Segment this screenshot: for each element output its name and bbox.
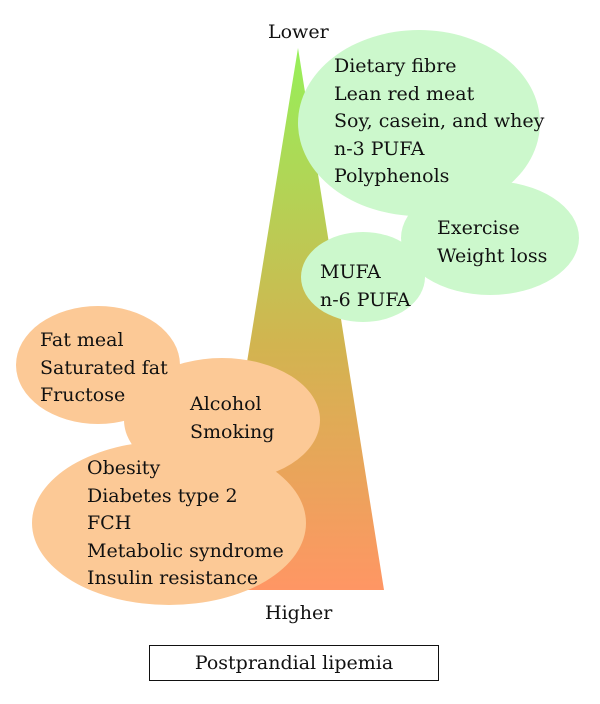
list-item: Diabetes type 2 — [87, 484, 238, 507]
list-item: Insulin resistance — [87, 567, 259, 589]
axis-label-lower: Lower — [268, 21, 329, 43]
list-item: Lean red meat — [334, 82, 475, 105]
raising-bubbles — [16, 306, 320, 605]
lowering-bubbles — [298, 30, 579, 322]
list-item: Polyphenols — [334, 165, 450, 187]
list-item: Soy, casein, and whey — [334, 110, 545, 132]
list-item: Obesity — [87, 457, 161, 479]
list-item: Smoking — [190, 420, 275, 443]
caption-text: Postprandial lipemia — [194, 652, 394, 674]
axis-label-higher: Higher — [265, 602, 333, 624]
fatty-acids-list: MUFA n-6 PUFA — [320, 259, 411, 314]
list-item: n-3 PUFA — [334, 137, 425, 160]
diet-factors-list: Dietary fibre Lean red meat Soy, casein,… — [334, 53, 544, 191]
list-item: Weight loss — [437, 244, 548, 267]
meal-factors-list: Fat meal Saturated fat Fructose — [40, 327, 168, 410]
bubble-fatty-acids — [301, 232, 425, 322]
list-item: n-6 PUFA — [320, 288, 411, 311]
bubble-conditions — [32, 441, 306, 605]
list-item: Fructose — [40, 384, 126, 406]
list-item: Metabolic syndrome — [87, 539, 284, 562]
list-item: MUFA — [320, 261, 381, 283]
list-item: Saturated fat — [40, 356, 168, 379]
list-item: FCH — [87, 512, 132, 534]
conditions-list: Obesity Diabetes type 2 FCH Metabolic sy… — [87, 455, 284, 593]
bubble-lifestyle — [401, 181, 579, 295]
list-item: Alcohol — [190, 393, 262, 415]
list-item: Exercise — [437, 217, 520, 239]
bubble-diet-factors — [298, 30, 540, 216]
caption-box: Postprandial lipemia — [149, 645, 439, 681]
habits-list: Alcohol Smoking — [190, 391, 274, 446]
list-item: Dietary fibre — [334, 55, 457, 77]
list-item: Fat meal — [40, 329, 124, 351]
lifestyle-list: Exercise Weight loss — [437, 215, 547, 270]
